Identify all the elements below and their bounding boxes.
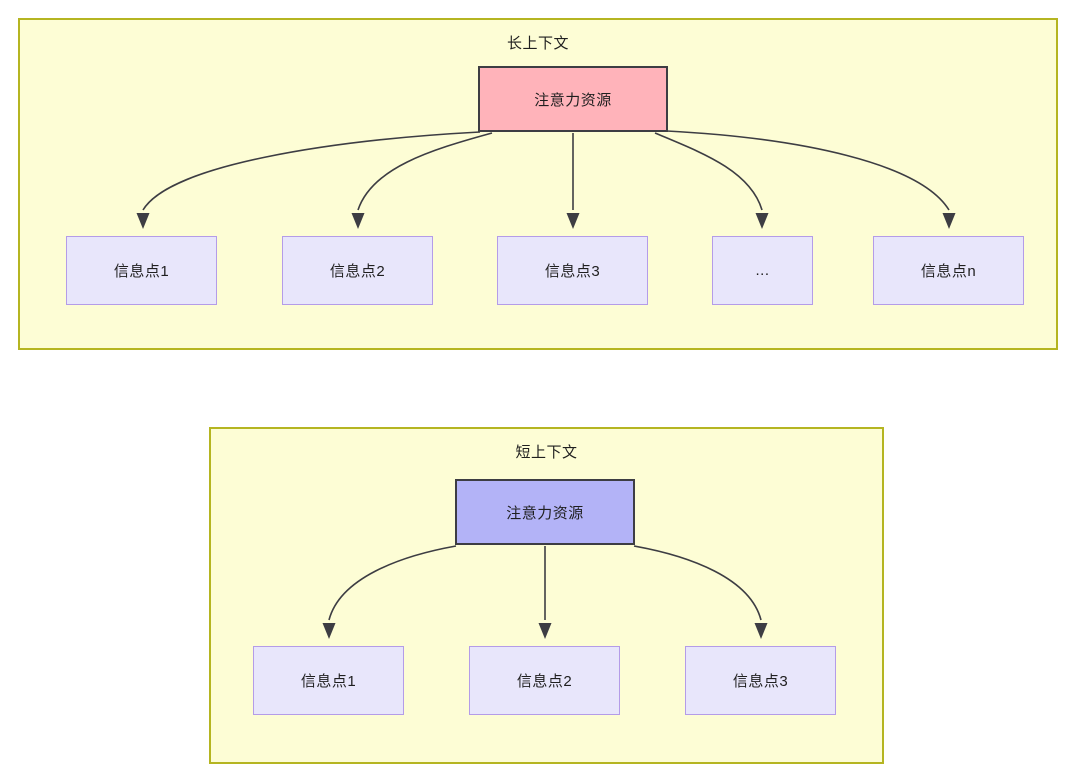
- node-info-point-short-1-label: 信息点1: [300, 673, 357, 690]
- node-info-point-short-1[interactable]: 信息点1: [253, 646, 404, 715]
- group-short-context-title: 短上下文: [515, 444, 578, 461]
- group-long-context-title: 长上下文: [506, 35, 569, 52]
- node-info-point-long-n[interactable]: 信息点n: [873, 236, 1024, 305]
- node-attention-resource-short[interactable]: 注意力资源: [455, 479, 635, 545]
- node-info-point-short-2[interactable]: 信息点2: [469, 646, 620, 715]
- node-info-point-short-3[interactable]: 信息点3: [685, 646, 836, 715]
- node-info-point-short-2-label: 信息点2: [516, 673, 573, 690]
- node-info-point-long-ellipsis[interactable]: ...: [712, 236, 813, 305]
- node-info-point-long-1-label: 信息点1: [113, 263, 170, 280]
- node-info-point-long-ellipsis-label: ...: [755, 262, 770, 279]
- node-attention-resource-long-label: 注意力资源: [534, 91, 612, 109]
- node-info-point-long-2-label: 信息点2: [329, 263, 386, 280]
- node-info-point-long-1[interactable]: 信息点1: [66, 236, 217, 305]
- node-info-point-long-2[interactable]: 信息点2: [282, 236, 433, 305]
- node-info-point-short-3-label: 信息点3: [732, 673, 789, 690]
- node-info-point-long-n-label: 信息点n: [920, 263, 977, 280]
- node-attention-resource-long[interactable]: 注意力资源: [478, 66, 668, 132]
- node-attention-resource-short-label: 注意力资源: [506, 504, 584, 522]
- node-info-point-long-3[interactable]: 信息点3: [497, 236, 648, 305]
- node-info-point-long-3-label: 信息点3: [544, 263, 601, 280]
